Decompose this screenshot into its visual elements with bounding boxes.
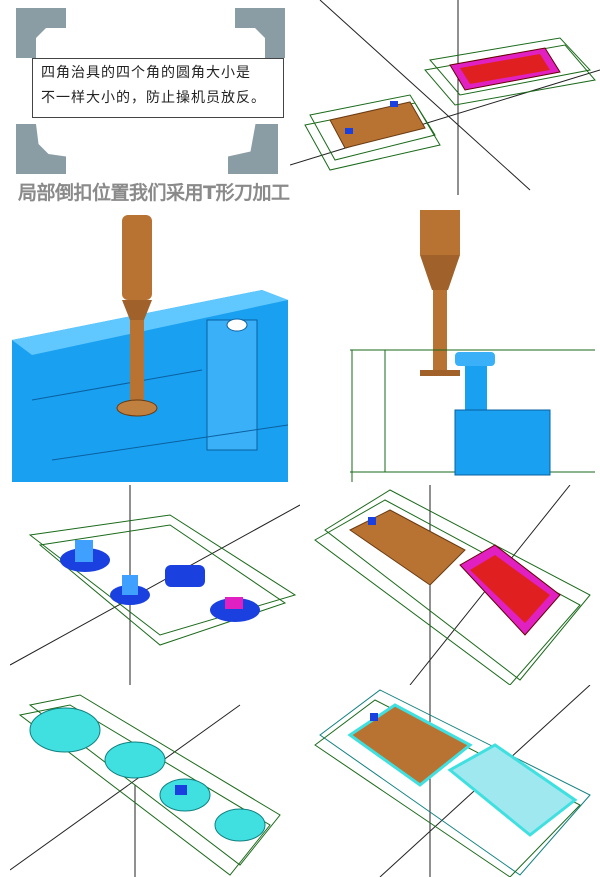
- cad-fixture-wireframe-top: [290, 0, 600, 195]
- t-cutter-in-part-view: [12, 210, 288, 482]
- multi-part-fixture-wireframe: [10, 485, 300, 685]
- caption-t-cutter: 局部倒扣位置我们采用T形刀加工: [18, 182, 290, 204]
- note-line-2: 不一样大小的，防止操机员放反。: [41, 90, 266, 106]
- note-line-1: 四角治具的四个角的圆角大小是: [41, 65, 251, 81]
- fixture-corner-diagram: 四角治具的四个角的圆角大小是 不一样大小的，防止操机员放反。 局部倒扣位置我们采…: [0, 0, 290, 210]
- corner-top-right: [235, 8, 285, 58]
- toolpath-view-two-cavity: [310, 685, 600, 877]
- corner-bottom-left: [16, 124, 66, 174]
- two-cavity-fixture-wireframe: [310, 485, 600, 685]
- fixture-note: 四角治具的四个角的圆角大小是 不一样大小的，防止操机员放反。: [32, 58, 284, 118]
- toolpath-drawing-left: [10, 694, 281, 877]
- t-cutter-side-view: [350, 210, 595, 482]
- two-cavity-drawing: [314, 485, 591, 685]
- corner-top-left: [16, 8, 66, 58]
- wireframe-drawing: [290, 0, 600, 195]
- t-cutter-drawing: [12, 210, 288, 482]
- toolpath-drawing-right: [314, 685, 591, 877]
- corner-bottom-right: [228, 124, 278, 174]
- multi-part-drawing: [10, 485, 300, 685]
- side-view-drawing: [350, 210, 595, 482]
- toolpath-view-multi-part: [10, 685, 300, 877]
